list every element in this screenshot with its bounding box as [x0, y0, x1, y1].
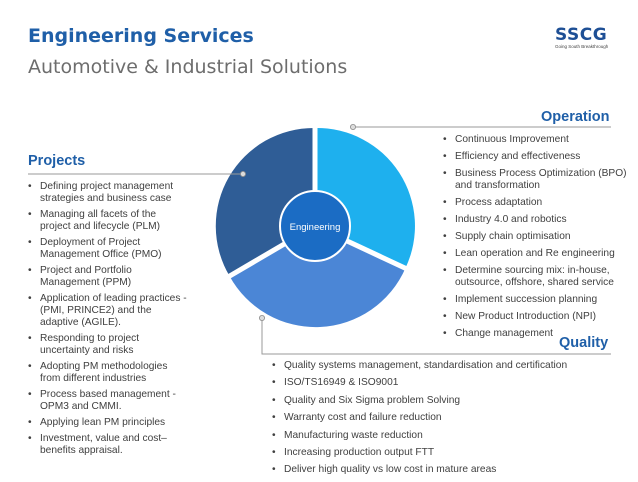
list-item: Deployment of Project Management Office … — [28, 237, 188, 261]
projects-connector-dot — [239, 170, 246, 177]
list-item: Lean operation and Re engineering — [443, 248, 633, 260]
list-item: New Product Introduction (NPI) — [443, 311, 633, 323]
list-item: ISO/TS16949 & ISO9001 — [272, 377, 612, 389]
list-item: Business Process Optimization (BPO) and … — [443, 168, 633, 192]
company-logo: SSCG Going South Breakthrough — [555, 26, 617, 54]
projects-heading: Projects — [28, 153, 86, 169]
operation-list: Continuous Improvement Efficiency and ef… — [443, 134, 633, 345]
quality-connector — [261, 318, 611, 355]
list-item: Continuous Improvement — [443, 134, 633, 146]
list-item: Managing all facets of the project and l… — [28, 209, 188, 233]
list-item: Quality systems management, standardisat… — [272, 360, 612, 372]
list-item: Quality and Six Sigma problem Solving — [272, 395, 612, 407]
center-circle — [279, 190, 351, 262]
center-label: Engineering — [290, 222, 341, 233]
list-item: Increasing production output FTT — [272, 447, 612, 459]
list-item: Adopting PM methodologies from different… — [28, 361, 188, 385]
list-item: Process based management - OPM3 and CMMI… — [28, 389, 188, 413]
list-item: Efficiency and effectiveness — [443, 151, 633, 163]
logo-text: SSCG — [555, 25, 608, 45]
list-item: Manufacturing waste reduction — [272, 430, 612, 442]
logo-tagline: Going South Breakthrough — [555, 44, 609, 49]
list-item: Defining project management strategies a… — [28, 181, 188, 205]
operation-heading: Operation — [541, 109, 610, 125]
list-item: Deliver high quality vs low cost in matu… — [272, 464, 612, 476]
list-item: Industry 4.0 and robotics — [443, 214, 633, 226]
list-item: Supply chain optimisation — [443, 231, 633, 243]
list-item: Process adaptation — [443, 197, 633, 209]
list-item: Implement succession planning — [443, 294, 633, 306]
list-item: Change management — [443, 328, 633, 340]
list-item: Responding to project uncertainty and ri… — [28, 333, 188, 357]
list-item: Warranty cost and failure reduction — [272, 412, 612, 424]
list-item: Application of leading practices - (PMI,… — [28, 293, 188, 329]
page-title: Engineering Services — [28, 25, 254, 47]
operation-connector-dot — [349, 124, 356, 131]
list-item: Project and Portfolio Management (PPM) — [28, 265, 188, 289]
quality-list: Quality systems management, standardisat… — [272, 360, 612, 482]
list-item: Investment, value and cost– benefits app… — [28, 433, 188, 457]
list-item: Determine sourcing mix: in-house, outsou… — [443, 265, 633, 289]
quality-connector-dot — [258, 314, 265, 321]
projects-list: Defining project management strategies a… — [28, 181, 188, 461]
page-subtitle: Automotive & Industrial Solutions — [28, 56, 348, 78]
list-item: Applying lean PM principles — [28, 417, 188, 429]
